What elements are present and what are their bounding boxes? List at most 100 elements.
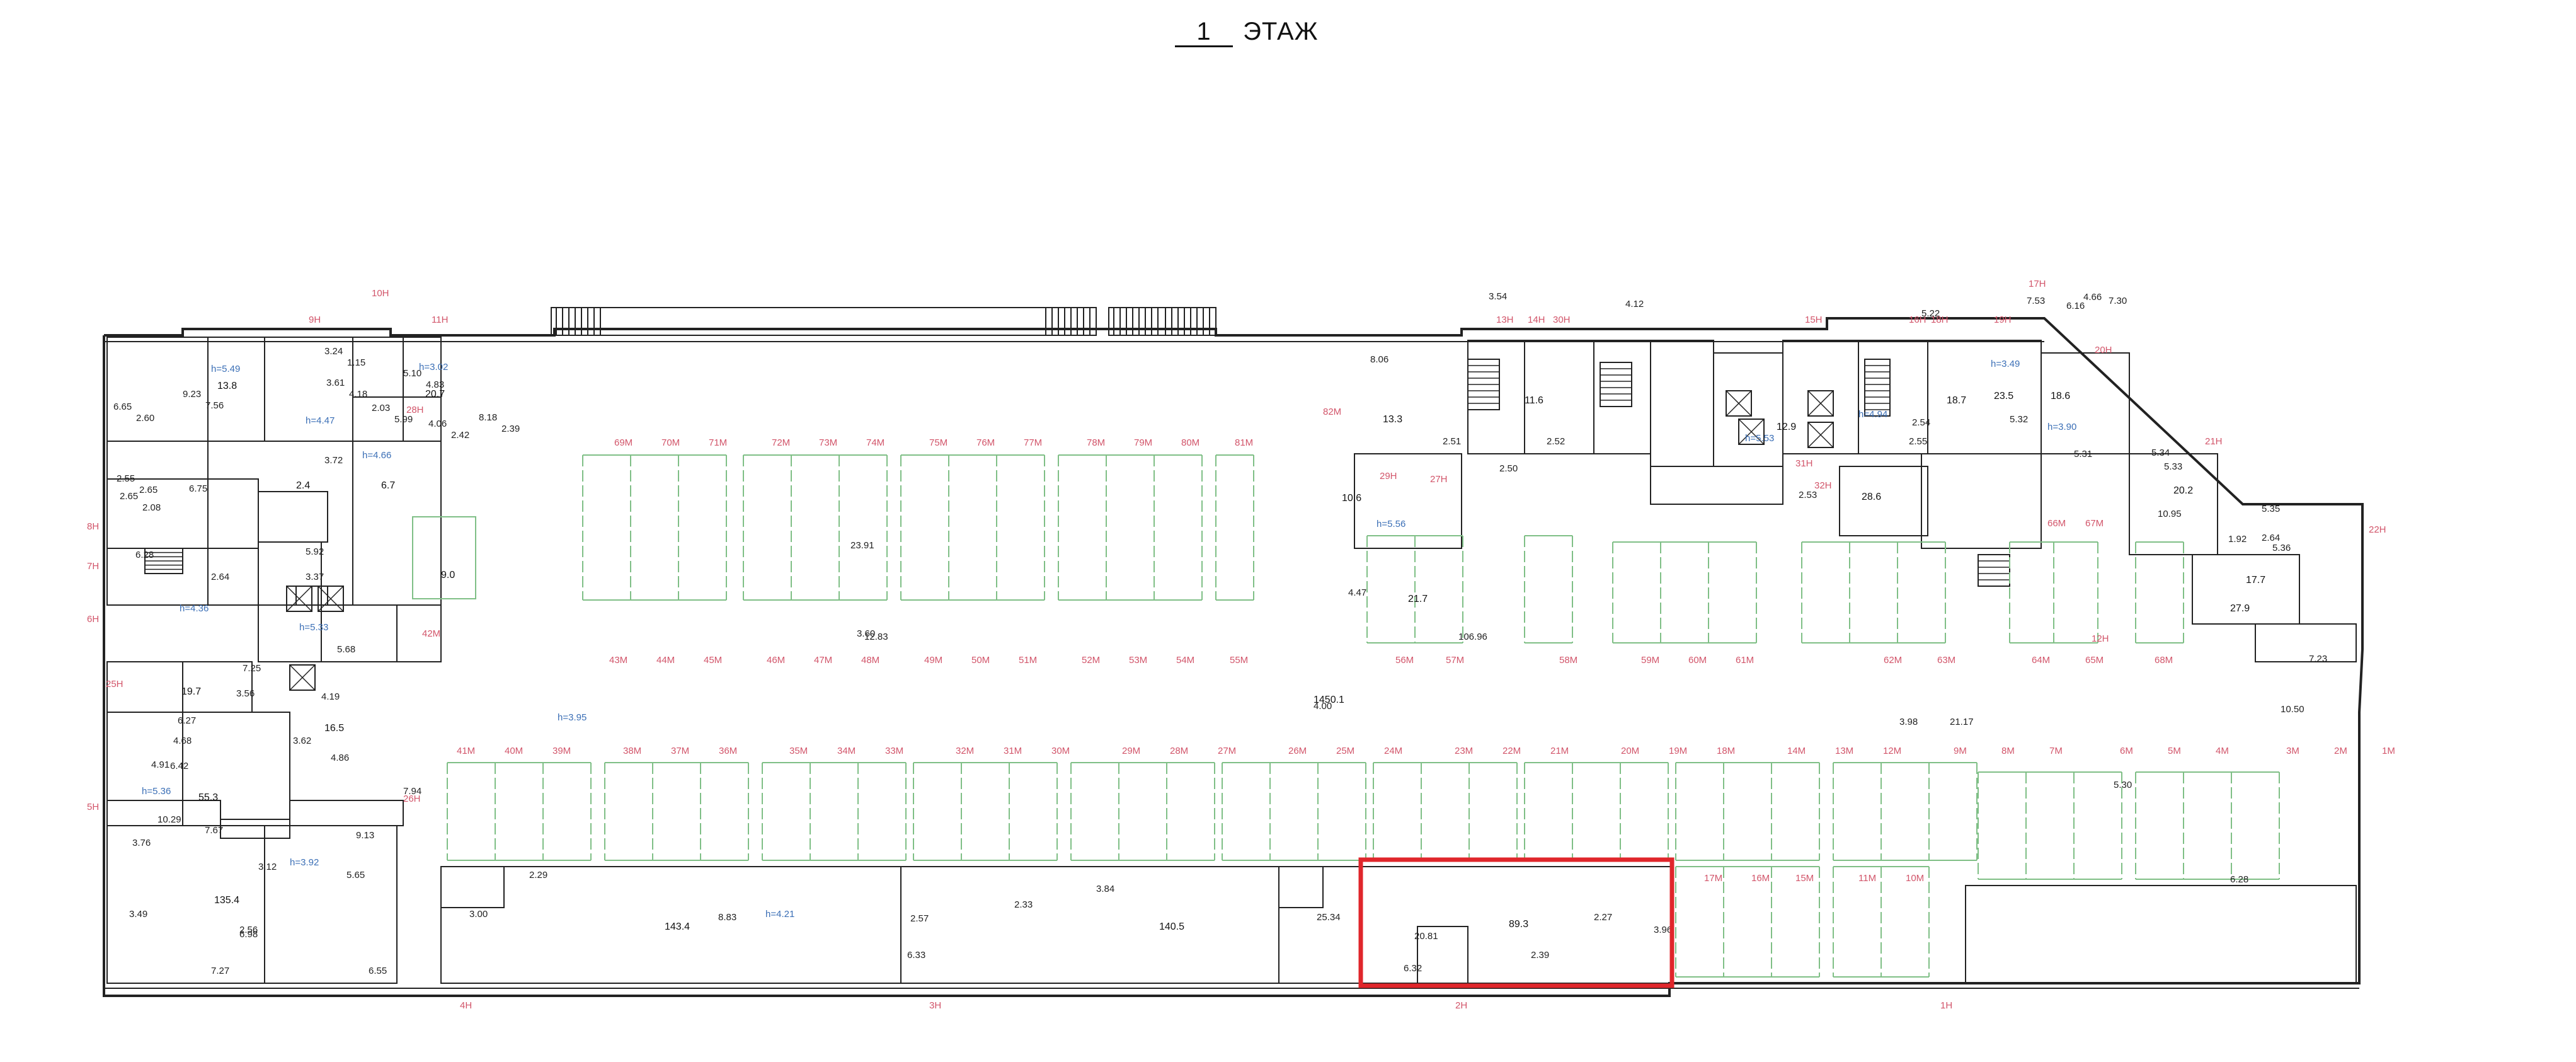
west-room-11 bbox=[207, 548, 259, 606]
dimension-label: 6.75 bbox=[189, 483, 207, 494]
dimension-label: 2.64 bbox=[211, 572, 229, 582]
parking-space-label: 1М bbox=[2382, 746, 2395, 756]
north-room-12 bbox=[1839, 466, 1928, 536]
dimension-label: 7.27 bbox=[211, 966, 229, 976]
dimension-label: 3.84 bbox=[1096, 884, 1114, 894]
dimension-label: 3.49 bbox=[129, 909, 147, 920]
parking-space-label: 11М bbox=[1858, 873, 1876, 884]
parking-space-label: 21М bbox=[1550, 746, 1569, 756]
dimension-label: 3.61 bbox=[326, 378, 345, 388]
dimension-label: 6.33 bbox=[907, 950, 925, 961]
dimension-label: 2.60 bbox=[136, 413, 154, 424]
parking-space-label: 22М bbox=[1503, 746, 1521, 756]
floor-title: 1 ЭТАЖ bbox=[1175, 18, 1319, 47]
west-room-12 bbox=[258, 604, 322, 662]
parking-space-label: 23М bbox=[1455, 746, 1473, 756]
stair-east bbox=[1978, 554, 2010, 587]
dimension-label: 2.52 bbox=[1547, 436, 1565, 447]
dimension-label: 3.96 bbox=[1654, 925, 1672, 935]
parking-space-label: 46М bbox=[767, 655, 785, 666]
entrance-label: 14Н bbox=[1528, 315, 1545, 325]
room-area: 135.4 bbox=[214, 895, 239, 906]
room-area: 28.6 bbox=[1862, 492, 1881, 502]
dimension-label: 4.06 bbox=[428, 418, 447, 429]
parking-space-label: 40М bbox=[505, 746, 523, 756]
north-room-13 bbox=[1354, 453, 1462, 549]
dimension-label: 4.68 bbox=[173, 736, 192, 746]
dimension-label: 2.50 bbox=[1499, 463, 1518, 474]
dimension-label: 3.98 bbox=[1899, 717, 1918, 727]
room-area: 20.7 bbox=[425, 389, 445, 400]
entrance-label: 10Н bbox=[372, 288, 389, 299]
dimension-label: 2.57 bbox=[910, 913, 929, 924]
parking-space-label: 44М bbox=[656, 655, 675, 666]
parking-space-label: 77М bbox=[1024, 437, 1042, 448]
parking-space-label: 32М bbox=[956, 746, 974, 756]
south-room-1 bbox=[900, 866, 1279, 984]
north-room-5 bbox=[1782, 340, 1859, 454]
ceiling-height-label: h=4.21 bbox=[765, 909, 794, 920]
dimension-label: 4.66 bbox=[2083, 292, 2102, 303]
parking-space-label: 45М bbox=[704, 655, 722, 666]
parking-space-label: 24М bbox=[1384, 746, 1402, 756]
dimension-label: 6.16 bbox=[2066, 301, 2085, 311]
ceiling-height-label: h=5.33 bbox=[299, 622, 328, 633]
parking-space-label: 15М bbox=[1795, 873, 1814, 884]
entrance-label: 32Н bbox=[1814, 480, 1832, 491]
dimension-label: 12.83 bbox=[864, 632, 888, 642]
parking-space-label: 75М bbox=[929, 437, 947, 448]
dimension-label: 25.34 bbox=[1317, 912, 1341, 923]
dimension-label: 5.22 bbox=[1921, 308, 1940, 319]
entrance-label: 6Н bbox=[87, 614, 99, 625]
south-room-4 bbox=[440, 866, 505, 908]
room-area: 20.2 bbox=[2173, 485, 2193, 496]
dimension-label: 8.83 bbox=[718, 912, 736, 923]
room-area: 10.6 bbox=[1342, 493, 1361, 504]
elevator-cross bbox=[289, 664, 316, 691]
room-area: 9.0 bbox=[441, 570, 455, 580]
elevator-cross bbox=[286, 586, 312, 612]
dimension-label: 2.29 bbox=[529, 870, 547, 880]
dimension-label: 4.18 bbox=[349, 389, 367, 400]
ramp-0 bbox=[551, 307, 1097, 336]
room-area: 143.4 bbox=[665, 921, 690, 932]
ceiling-height-label: h=3.02 bbox=[419, 362, 448, 372]
dimension-label: 2.27 bbox=[1594, 912, 1612, 923]
south-room-7 bbox=[1965, 885, 2357, 984]
parking-space-label: 72М bbox=[772, 437, 790, 448]
building-structure bbox=[103, 307, 2364, 997]
west-room-23 bbox=[289, 800, 404, 826]
dimension-label: 9.23 bbox=[183, 389, 201, 400]
room-area: 140.5 bbox=[1159, 921, 1184, 932]
dimension-label: 2.03 bbox=[372, 403, 390, 413]
entrance-label: 15Н bbox=[1805, 315, 1823, 325]
dimension-label: 4.12 bbox=[1625, 299, 1644, 309]
parking-space-label: 13М bbox=[1835, 746, 1853, 756]
elevator-4 bbox=[1738, 418, 1765, 445]
parking-space-label: 14М bbox=[1787, 746, 1806, 756]
north-room-15 bbox=[2255, 623, 2357, 662]
entrance-label: 11Н bbox=[432, 315, 448, 325]
room-area: 12.9 bbox=[1777, 422, 1796, 432]
dimension-label: 5.99 bbox=[394, 414, 413, 425]
west-room-20 bbox=[264, 825, 398, 984]
north-room-14 bbox=[2192, 554, 2300, 625]
parking-space-label: 49М bbox=[924, 655, 942, 666]
entrance-label: 22Н bbox=[2369, 524, 2386, 535]
entrance-label: 12Н bbox=[2092, 633, 2109, 644]
entrance-label: 1Н bbox=[1940, 1000, 1952, 1011]
dimension-label: 7.53 bbox=[2027, 296, 2045, 306]
parking-space-label: 50М bbox=[971, 655, 990, 666]
room-area: 13.8 bbox=[217, 381, 237, 391]
room-area: 27.9 bbox=[2230, 603, 2250, 614]
dimension-label: 7.25 bbox=[243, 663, 261, 674]
dimension-label: 5.92 bbox=[306, 546, 324, 557]
elevator-cross bbox=[318, 586, 344, 612]
dimension-label: 3.12 bbox=[258, 862, 277, 872]
dimension-label: 3.72 bbox=[324, 455, 343, 466]
parking-space-label: 58М bbox=[1559, 655, 1577, 666]
parking-space-label: 74М bbox=[866, 437, 884, 448]
parking-space-label: 7М bbox=[2049, 746, 2063, 756]
north-room-2 bbox=[1593, 340, 1651, 454]
west-room-25 bbox=[258, 491, 328, 543]
